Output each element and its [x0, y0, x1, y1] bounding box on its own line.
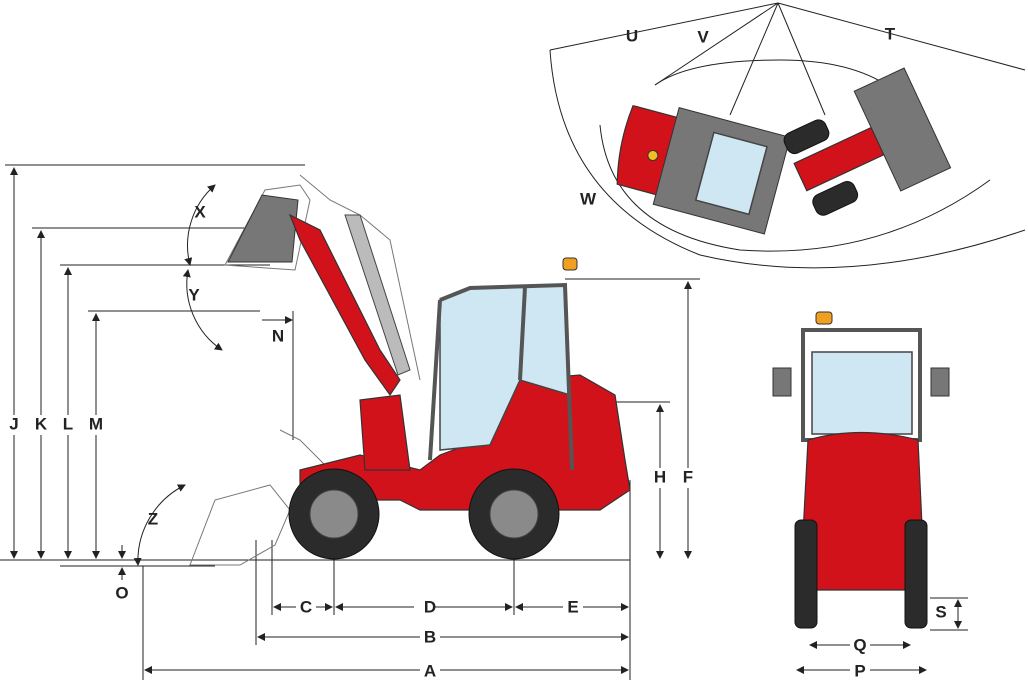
chassis [299, 374, 631, 511]
label-q: Q [853, 635, 866, 654]
right-mirror [930, 367, 950, 397]
label-p: P [854, 661, 865, 680]
angle-y [182, 269, 223, 351]
label-y: Y [188, 285, 200, 304]
label-l: L [63, 414, 73, 433]
top-view: U V T W [549, 2, 1026, 269]
label-u: U [626, 26, 638, 45]
top-beacon [647, 149, 659, 161]
label-n: N [272, 326, 284, 345]
label-k: K [35, 414, 48, 433]
label-x: X [194, 202, 206, 221]
label-c: C [300, 597, 312, 616]
front-beacon [815, 311, 833, 325]
turn-radius-lines [549, 2, 1026, 116]
label-v: V [697, 27, 709, 46]
label-f: F [683, 467, 693, 486]
turn-arc-inner [654, 59, 901, 96]
label-z: Z [148, 509, 158, 528]
front-frame [359, 394, 411, 471]
beacon-light [562, 257, 578, 271]
front-view: P Q S [772, 311, 968, 680]
angle-z [133, 484, 186, 566]
label-s: S [935, 602, 946, 621]
side-view: J K L M O H F C D E B A N X Y Z [0, 164, 700, 680]
cab-frame [428, 282, 574, 471]
angle-x [184, 184, 216, 266]
front-cab-glass [811, 351, 913, 435]
label-b: B [424, 627, 436, 646]
label-w: W [580, 189, 597, 208]
label-t: T [885, 24, 896, 43]
label-m: M [89, 414, 103, 433]
front-body [799, 431, 926, 591]
front-left-wheel [794, 519, 818, 629]
label-j: J [9, 414, 18, 433]
front-right-wheel [904, 519, 928, 629]
turn-arc-outer [549, 49, 1026, 269]
label-e: E [567, 597, 578, 616]
raised-bucket [227, 194, 299, 263]
left-mirror [772, 367, 792, 397]
top-bucket [853, 67, 952, 192]
label-o: O [115, 583, 128, 602]
label-d: D [424, 597, 436, 616]
lift-arm [288, 213, 401, 397]
label-a: A [424, 661, 436, 680]
top-wheel [783, 119, 830, 155]
top-cab-glass [694, 131, 768, 216]
label-h: H [654, 467, 666, 486]
top-wheel [812, 181, 859, 216]
lift-cylinder [344, 214, 411, 376]
